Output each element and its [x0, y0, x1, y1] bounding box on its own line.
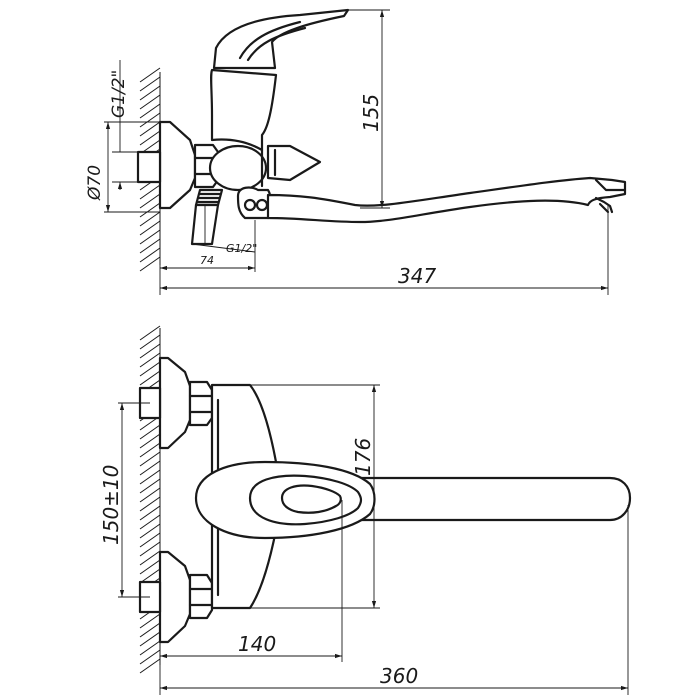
wall-hatch-line	[139, 211, 161, 227]
wall-hatch-line	[139, 496, 161, 512]
inlet-pipe	[136, 150, 162, 184]
wall-hatch-line	[139, 343, 161, 359]
wall-hatch-line	[139, 130, 161, 146]
label-depth: 176	[351, 438, 375, 476]
label-outlet-thread: G1/2"	[226, 242, 257, 255]
diverter-knob	[266, 144, 322, 182]
wall-hatch-line	[139, 247, 161, 263]
wall-hatch-line	[139, 469, 161, 485]
wall-hatch-line	[139, 478, 161, 494]
wall-hatch-line	[139, 193, 161, 209]
label-handle-offset: 140	[238, 632, 276, 656]
wall-hatch-line	[139, 229, 161, 245]
wall-hatch-line	[139, 568, 161, 584]
wall-hatch-line	[139, 622, 161, 638]
side-dimensions: G1/2" Ø70 G1/2" 74 155 347	[85, 9, 609, 295]
label-overall-length-top: 360	[380, 664, 418, 688]
wall-hatch-line	[139, 256, 161, 272]
label-center-distance: 150±10	[99, 465, 123, 545]
wall-hatch-line	[139, 487, 161, 503]
wall-hatch-line	[139, 103, 161, 119]
mixer-bulb	[208, 144, 268, 192]
wall-hatch-line	[139, 505, 161, 521]
label-inlet-thread: G1/2"	[109, 70, 129, 118]
top-view	[138, 325, 632, 674]
upper-flange	[158, 356, 192, 450]
wall-hatch-line	[139, 361, 161, 377]
wall-hatch-line	[139, 559, 161, 575]
wall-hatch-line	[139, 85, 161, 101]
top-dimensions: 150±10 176 140 360	[99, 384, 629, 695]
wall-hatch-line	[139, 532, 161, 548]
side-view	[136, 8, 627, 272]
wall-hatch-line	[139, 550, 161, 566]
handle-lever	[212, 8, 350, 70]
wall-hatch-line	[139, 370, 161, 386]
wall-hatch-line	[139, 424, 161, 440]
wall-hatch-line	[139, 631, 161, 647]
wall-hatch-line	[139, 238, 161, 254]
wall-flange	[158, 120, 197, 210]
wall-hatch-line	[139, 541, 161, 557]
wall-hatch-line	[139, 433, 161, 449]
mixer-body	[210, 68, 278, 152]
wall-hatch-line	[139, 325, 161, 341]
upper-hex-nut	[188, 380, 214, 427]
wall-hatch-line	[139, 76, 161, 92]
wall-hatch-line	[139, 202, 161, 218]
wall-hatch-line	[139, 649, 161, 665]
outlet-thread-ribs	[195, 192, 222, 204]
wall-hatch-line	[139, 67, 161, 83]
wall-hatch-line	[139, 94, 161, 110]
wall-hatch-line	[139, 658, 161, 674]
wall-hatch-line	[139, 640, 161, 656]
wall-hatch-line	[139, 442, 161, 458]
wall-hatch-line	[139, 121, 161, 137]
wall-hatch-line	[139, 613, 161, 629]
label-flange-diameter: Ø70	[85, 165, 105, 201]
wall-hatch-line	[139, 184, 161, 200]
label-outlet-offset: 74	[200, 254, 214, 267]
wall-hatch-line	[139, 334, 161, 350]
lower-flange	[158, 550, 192, 644]
wall-hatch-line	[139, 451, 161, 467]
label-height: 155	[359, 94, 383, 132]
spout	[266, 176, 627, 224]
wall-hatch-line	[139, 514, 161, 530]
lower-hex-nut	[188, 573, 214, 620]
wall-hatch-line	[139, 460, 161, 476]
wall-hatch-line	[139, 523, 161, 539]
wall-hatch-line	[139, 112, 161, 128]
label-overall-length-side: 347	[398, 264, 436, 288]
spout-top	[328, 476, 632, 522]
wall-hatch-line	[139, 220, 161, 236]
wall-hatch-line	[139, 352, 161, 368]
